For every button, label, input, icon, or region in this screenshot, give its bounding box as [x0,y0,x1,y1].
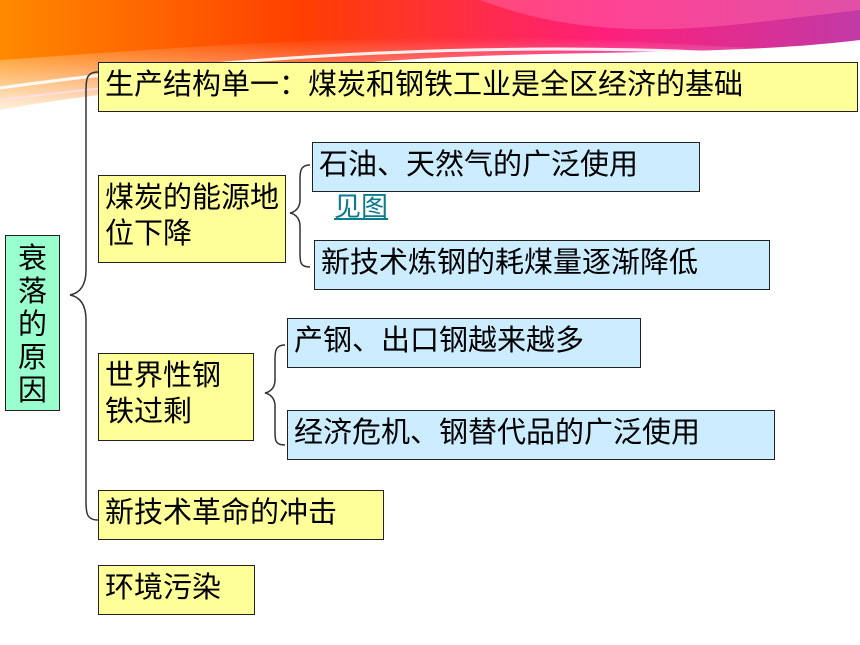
see-figure-link[interactable]: 见图 [334,192,388,223]
sub-economic-crisis: 经济危机、钢替代品的广泛使用 [287,410,775,460]
sub-steel-export: 产钢、出口钢越来越多 [287,318,641,368]
cause-coal-status: 煤炭的能源地位下降 [98,175,286,263]
brace-c2 [289,164,311,268]
main-brace [69,71,99,521]
brace-c3 [264,344,286,446]
cause-pollution: 环境污染 [98,565,255,615]
root-box: 衰落的原因 [5,235,60,411]
cause-single-industry: 生产结构单一：煤炭和钢铁工业是全区经济的基础 [98,62,858,112]
cause-steel-surplus: 世界性钢铁过剩 [98,353,254,441]
cause-tech-revolution: 新技术革命的冲击 [98,490,384,540]
sub-coal-consumption: 新技术炼钢的耗煤量逐渐降低 [314,240,770,290]
sub-oil-gas: 石油、天然气的广泛使用 [312,142,700,192]
